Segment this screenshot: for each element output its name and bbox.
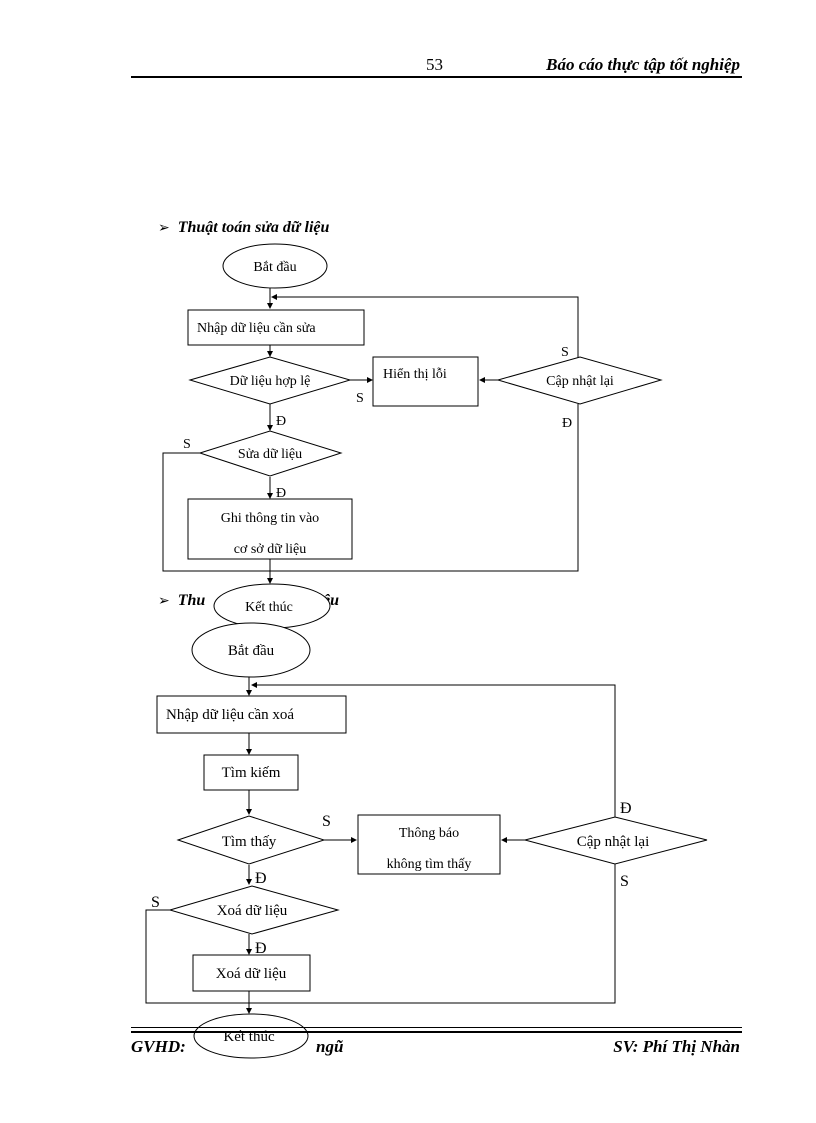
section-heading-delete: ➢ Thu xyxy=(158,592,205,610)
branch-label-d: Đ xyxy=(276,414,286,429)
notify-label-line1: Thông báo xyxy=(399,826,459,841)
delete-box-label: Xoá dữ liệu xyxy=(216,966,287,982)
branch-label-s: S xyxy=(561,345,569,360)
branch-label-s: S xyxy=(322,813,331,830)
end-label: Kết thúc xyxy=(245,600,293,615)
input-label: Nhập dữ liệu cần xoá xyxy=(166,707,294,723)
advisor-name-tail: ngũ xyxy=(316,1037,344,1056)
notify-label-line2: không tìm thấy xyxy=(387,857,472,872)
branch-label-d: Đ xyxy=(620,800,632,817)
found-label: Tìm thấy xyxy=(222,834,277,850)
error-label: Hiển thị lỗi xyxy=(383,367,447,382)
branch-label-s: S xyxy=(356,391,364,406)
edit-label: Sửa dữ liệu xyxy=(238,447,302,462)
end-terminal xyxy=(193,1013,309,1059)
found-decision xyxy=(176,815,326,865)
delete-box xyxy=(192,954,311,992)
report-title: Báo cáo thực tập tốt nghiệp xyxy=(546,55,740,74)
delete-decision xyxy=(168,885,340,935)
save-label-line1: Ghi thông tin vào xyxy=(221,511,319,526)
student-name: SV: Phí Thị Nhàn xyxy=(613,1037,740,1056)
start-terminal xyxy=(191,622,311,678)
start-label: Bắt đầu xyxy=(228,643,275,659)
branch-label-d: Đ xyxy=(255,870,267,887)
end-label: Kết thúc xyxy=(223,1029,275,1045)
branch-label-s: S xyxy=(620,873,629,890)
branch-label-s: S xyxy=(183,437,191,452)
advisor-label: GVHD: xyxy=(131,1037,186,1056)
start-label: Bắt đầu xyxy=(253,260,296,275)
valid-label: Dữ liệu hợp lệ xyxy=(230,374,311,389)
section-heading-edit: ➢ Thuật toán sửa dữ liệu xyxy=(158,219,329,237)
section-heading-edit-text: Thuật toán sửa dữ liệu xyxy=(177,219,330,236)
update-decision xyxy=(496,356,663,405)
update-label: Cập nhật lại xyxy=(577,834,649,850)
notify-box xyxy=(357,814,501,875)
start-terminal xyxy=(222,243,328,289)
error-box xyxy=(372,356,479,407)
update-label: Cập nhật lại xyxy=(546,374,614,389)
header-rule xyxy=(131,76,742,78)
search-box xyxy=(203,754,299,791)
footer-rule xyxy=(131,1027,742,1028)
edit-decision xyxy=(198,430,343,477)
valid-decision xyxy=(188,356,352,405)
arrow-bullet-icon: ➢ xyxy=(158,220,170,236)
branch-label-d: Đ xyxy=(276,486,286,501)
arrow-bullet-icon: ➢ xyxy=(158,593,170,609)
section-heading-delete-start: Thu xyxy=(177,592,206,609)
footer-rule-thick xyxy=(131,1031,742,1033)
branch-label-d: Đ xyxy=(255,940,267,957)
update-decision xyxy=(523,816,708,865)
branch-label-s: S xyxy=(151,894,160,911)
delete-check-label: Xoá dữ liệu xyxy=(217,903,288,919)
page-number: 53 xyxy=(426,55,443,74)
search-label: Tìm kiếm xyxy=(222,765,281,781)
save-label-line2: cơ sở dữ liệu xyxy=(234,542,307,557)
save-box xyxy=(187,498,353,560)
input-box xyxy=(187,309,365,346)
branch-label-d: Đ xyxy=(562,416,572,431)
input-label: Nhập dữ liệu cần sửa xyxy=(197,321,316,336)
input-box xyxy=(156,695,347,734)
